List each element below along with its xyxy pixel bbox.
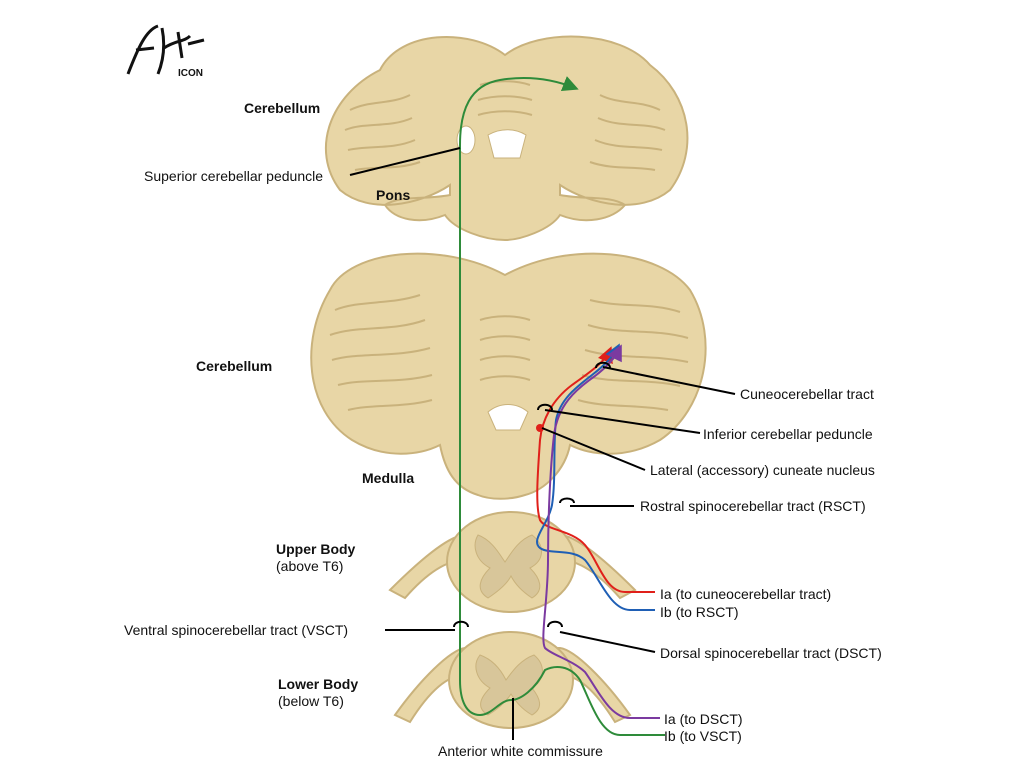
lower-body-title: Lower Body xyxy=(278,676,359,692)
rsct-label: Rostral spinocerebellar tract (RSCT) xyxy=(640,498,866,514)
upper-body-title: Upper Body xyxy=(276,541,356,557)
spinal-cord-lower xyxy=(393,631,632,729)
lower-body-subtitle: (below T6) xyxy=(278,693,344,709)
cuneocerebellar-tract-path xyxy=(536,346,655,593)
superior-peduncle-spot xyxy=(456,125,476,155)
cerebellum-mid-label: Cerebellum xyxy=(196,358,273,374)
svg-text:ICON: ICON xyxy=(178,68,203,79)
superior-cerebellar-peduncle-label: Superior cerebellar peduncle xyxy=(144,168,323,184)
lateral-cuneate-nucleus-dot xyxy=(536,424,544,432)
ib-rsct-label: Ib (to RSCT) xyxy=(660,604,739,620)
netter-signature-logo: ICON xyxy=(118,18,214,84)
spinal-cord-upper xyxy=(388,511,637,613)
fourth-ventricle-medulla xyxy=(487,404,529,431)
ia-dsct-label: Ia (to DSCT) xyxy=(664,711,743,727)
cuneocerebellar-tract-label: Cuneocerebellar tract xyxy=(740,386,874,402)
lateral-cuneate-nucleus-label: Lateral (accessory) cuneate nucleus xyxy=(650,462,875,478)
upper-body-subtitle: (above T6) xyxy=(276,558,344,574)
pointer-lines xyxy=(349,147,736,740)
inferior-cerebellar-peduncle-label: Inferior cerebellar peduncle xyxy=(703,426,873,442)
dsct-tract-path xyxy=(542,344,660,719)
gray-matter-lower xyxy=(475,654,543,716)
ia-cuneo-label: Ia (to cuneocerebellar tract) xyxy=(660,586,832,602)
vsct-tract-path xyxy=(459,76,665,736)
vsct-label: Ventral spinocerebellar tract (VSCT) xyxy=(124,622,349,638)
anterior-white-commissure-label: Anterior white commissure xyxy=(438,743,603,759)
cerebellum-medulla-section xyxy=(310,252,707,500)
dsct-label: Dorsal spinocerebellar tract (DSCT) xyxy=(660,645,882,661)
fourth-ventricle xyxy=(487,129,527,159)
pons-label: Pons xyxy=(376,187,411,203)
cerebellum-pons-section xyxy=(324,35,689,242)
rsct-tract-path xyxy=(536,343,655,611)
medulla-label: Medulla xyxy=(362,470,415,486)
ib-vsct-label: Ib (to VSCT) xyxy=(664,728,742,744)
signature-graphic: ICON xyxy=(126,24,205,79)
gray-matter-upper xyxy=(474,534,542,599)
cerebellum-top-label: Cerebellum xyxy=(244,100,321,116)
